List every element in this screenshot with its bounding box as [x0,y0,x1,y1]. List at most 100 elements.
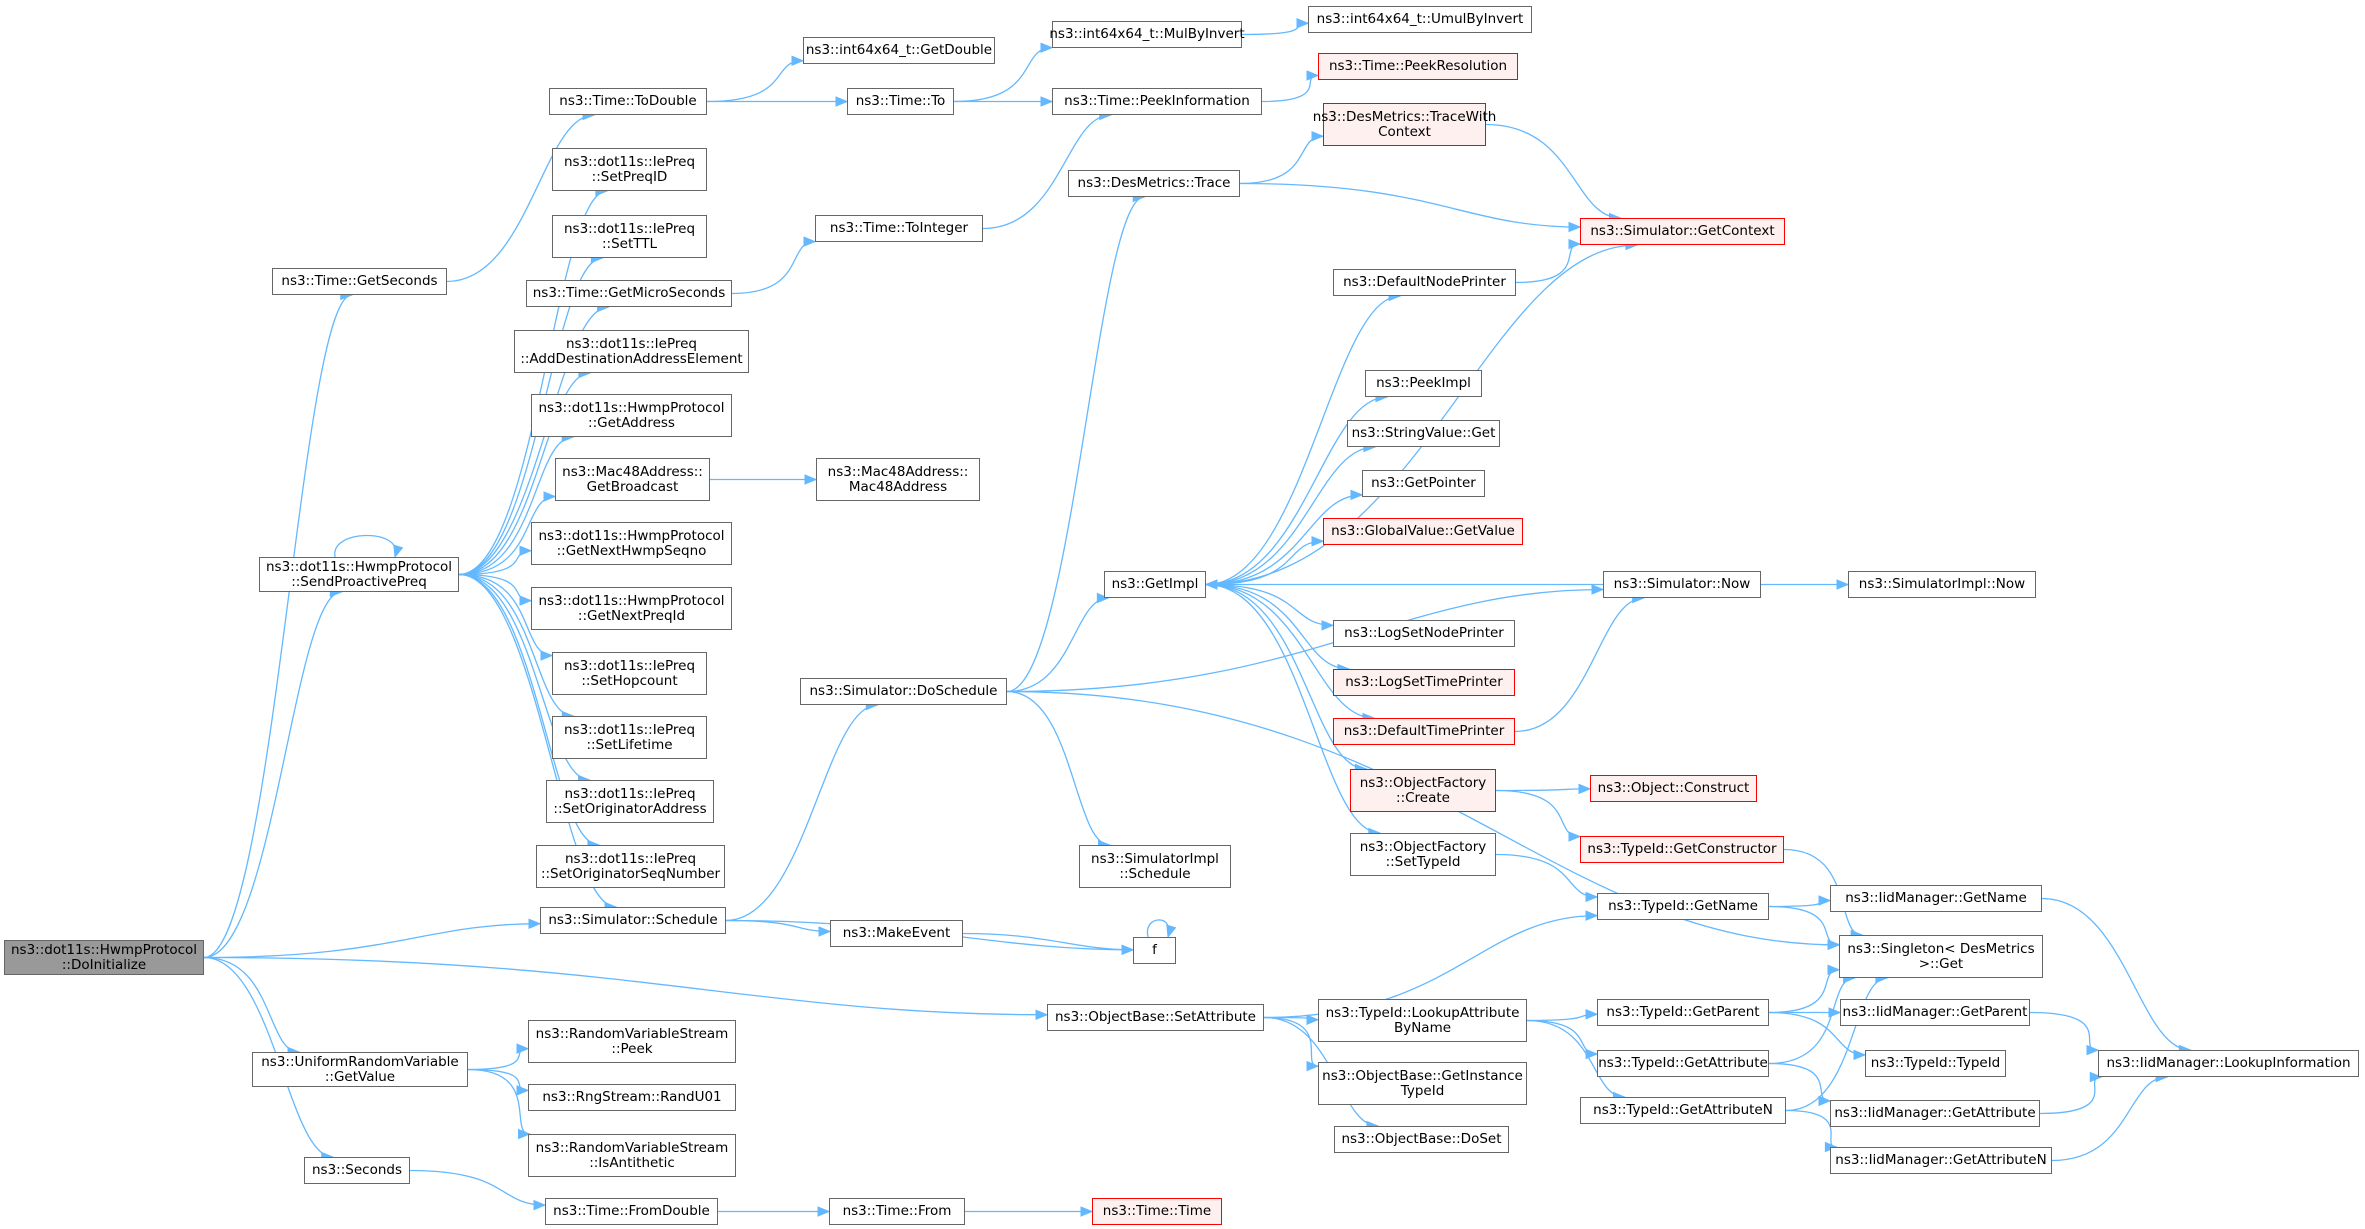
call-graph-node[interactable]: ns3::Time::ToInteger [815,215,983,242]
call-graph-node[interactable]: ns3::Time::To [847,88,954,115]
call-edge [203,294,352,959]
call-graph-node[interactable]: ns3::Simulator::Schedule [540,907,726,934]
call-graph-node[interactable]: ns3::Time::From [829,1198,965,1225]
call-graph-node[interactable]: ns3::int64x64_t::GetDouble [803,37,995,64]
call-graph-node[interactable]: ns3::IidManager::GetName [1830,885,2042,912]
call-graph-node[interactable]: ns3::ObjectBase::GetInstance TypeId [1318,1062,1527,1105]
call-graph-node[interactable]: ns3::Time::PeekResolution [1318,53,1518,80]
call-graph-node[interactable]: ns3::ObjectFactory ::SetTypeId [1350,833,1496,876]
call-graph-node[interactable]: ns3::int64x64_t::MulByInvert [1049,21,1245,48]
call-edge-arrowhead [1166,924,1177,939]
call-graph-node[interactable]: ns3::TypeId::GetParent [1597,999,1769,1026]
call-graph-node[interactable]: ns3::RandomVariableStream ::IsAntithetic [528,1134,736,1177]
call-graph-node[interactable]: ns3::StringValue::Get [1347,420,1500,447]
call-graph-node[interactable]: ns3::dot11s::IePreq ::SetPreqID [552,148,707,191]
call-graph-node[interactable]: ns3::dot11s::IePreq ::AddDestinationAddr… [514,330,749,373]
call-edge [1495,788,1591,792]
call-graph-node[interactable]: ns3::dot11s::HwmpProtocol ::GetNextPreqI… [531,587,732,630]
call-graph-node[interactable]: ns3::Mac48Address:: Mac48Address [816,458,980,501]
call-graph-node[interactable]: ns3::DefaultTimePrinter [1333,718,1515,745]
call-edge-arrowhead [1578,783,1592,795]
call-graph-node[interactable]: ns3::LogSetNodePrinter [1333,620,1515,647]
call-edge-arrowhead [1350,489,1364,501]
call-graph-node[interactable]: ns3::Simulator::GetContext [1580,218,1785,245]
call-graph-node[interactable]: ns3::GetPointer [1362,470,1485,497]
call-edge [1006,597,1109,693]
call-edge [458,436,574,576]
call-graph-node[interactable]: ns3::TypeId::LookupAttribute ByName [1318,999,1527,1042]
call-graph-node[interactable]: ns3::RngStream::RandU01 [528,1084,736,1111]
call-graph-node[interactable]: ns3::TypeId::GetAttributeN [1580,1097,1786,1124]
call-graph-node[interactable]: ns3::IidManager::GetAttributeN [1830,1147,2052,1174]
call-graph-node[interactable]: ns3::Time::GetSeconds [272,268,447,295]
call-edge [1006,196,1145,693]
call-graph-node[interactable]: ns3::RandomVariableStream ::Peek [528,1020,736,1063]
call-graph-node[interactable]: ns3::Simulator::Now [1603,571,1761,598]
call-graph-node[interactable]: ns3::Time::ToDouble [549,88,707,115]
call-edge [1205,446,1375,586]
call-graph-node[interactable]: ns3::dot11s::IePreq ::SetHopcount [552,652,707,695]
call-graph-node[interactable]: ns3::LogSetTimePrinter [1333,669,1515,696]
call-graph-node[interactable]: ns3::Time::Time [1092,1198,1222,1225]
call-graph-node[interactable]: ns3::DefaultNodePrinter [1333,269,1516,296]
call-graph-node[interactable]: ns3::Object::Construct [1590,775,1757,802]
call-edge [203,923,541,959]
call-edge [1485,123,1621,219]
call-edge [467,1068,530,1135]
call-edge [1768,905,1840,946]
call-graph-node[interactable]: ns3::SimulatorImpl::Now [1848,571,2036,598]
call-graph-node[interactable]: ns3::dot11s::HwmpProtocol ::SendProactiv… [259,557,459,592]
call-edge [1205,494,1363,586]
call-graph-node[interactable]: ns3::int64x64_t::UmulByInvert [1308,6,1532,33]
call-graph-node[interactable]: ns3::IidManager::GetAttribute [1830,1100,2040,1127]
call-graph-node[interactable]: ns3::ObjectBase::SetAttribute [1047,1004,1264,1031]
call-edge [2029,1011,2099,1051]
call-graph-node[interactable]: ns3::ObjectFactory ::Create [1350,769,1496,812]
call-edge-arrowhead [1827,964,1841,976]
call-edge-arrowhead [1306,1060,1320,1072]
call-edge [1205,583,1367,770]
call-graph-node[interactable]: ns3::TypeId::GetName [1597,893,1769,920]
call-edge [1205,583,1349,670]
call-graph-node[interactable]: ns3::Seconds [304,1157,410,1184]
call-graph-node[interactable]: ns3::Time::PeekInformation [1052,88,1262,115]
call-edge-arrowhead [1306,70,1320,81]
call-graph-node[interactable]: ns3::dot11s::IePreq ::SetOriginatorAddre… [546,780,714,823]
call-graph-node[interactable]: ns3::GlobalValue::GetValue [1323,518,1523,545]
call-graph-node[interactable]: ns3::dot11s::HwmpProtocol ::DoInitialize [4,940,204,975]
call-graph-node[interactable]: ns3::dot11s::IePreq ::SetTTL [552,215,707,258]
call-graph-node[interactable]: ns3::DesMetrics::TraceWith Context [1313,103,1496,146]
call-graph-node[interactable]: ns3::dot11s::HwmpProtocol ::GetAddress [531,394,732,437]
call-edge-arrowhead [1040,42,1054,53]
call-edge-arrowhead [1096,592,1110,604]
call-graph-node[interactable]: ns3::Time::GetMicroSeconds [526,280,732,307]
call-graph-node[interactable]: ns3::Simulator::DoSchedule [800,678,1007,705]
call-graph-node[interactable]: ns3::UniformRandomVariable ::GetValue [252,1052,468,1087]
call-graph-node[interactable]: ns3::PeekImpl [1365,370,1482,397]
call-graph-node[interactable]: ns3::dot11s::IePreq ::SetLifetime [552,716,707,759]
call-graph-node[interactable]: ns3::TypeId::GetAttribute [1597,1050,1769,1077]
call-graph-node[interactable]: ns3::TypeId::TypeId [1865,1050,2006,1077]
call-edge [458,573,574,717]
call-graph-node[interactable]: ns3::SimulatorImpl ::Schedule [1079,845,1231,888]
call-graph-node[interactable]: ns3::Time::FromDouble [545,1198,718,1225]
call-graph-node[interactable]: ns3::GetImpl [1104,571,1206,598]
call-graph-node[interactable]: ns3::IidManager::LookupInformation [2098,1050,2359,1077]
call-edge [2051,1076,2168,1162]
call-graph-node[interactable]: ns3::DesMetrics::Trace [1068,170,1240,197]
call-graph-node[interactable]: ns3::ObjectBase::DoSet [1334,1126,1509,1153]
call-edge [458,573,590,781]
call-graph-node[interactable]: f [1133,937,1176,964]
call-edge-arrowhead [1321,620,1335,631]
call-graph-node[interactable]: ns3::MakeEvent [830,920,963,947]
call-graph-node[interactable]: ns3::IidManager::GetParent [1840,999,2030,1026]
call-graph-node[interactable]: ns3::TypeId::GetConstructor [1580,836,1784,863]
call-edge-arrowhead [393,544,404,559]
call-edge [731,240,816,295]
call-graph-node[interactable]: ns3::dot11s::IePreq ::SetOriginatorSeqNu… [536,845,725,888]
call-graph-node[interactable]: ns3::Mac48Address:: GetBroadcast [555,458,710,501]
call-graph-node[interactable]: ns3::dot11s::HwmpProtocol ::GetNextHwmpS… [531,522,732,565]
call-graph-node[interactable]: ns3::Singleton< DesMetrics >::Get [1839,935,2043,978]
call-edge-arrowhead [519,595,533,606]
call-edge [203,956,300,1053]
